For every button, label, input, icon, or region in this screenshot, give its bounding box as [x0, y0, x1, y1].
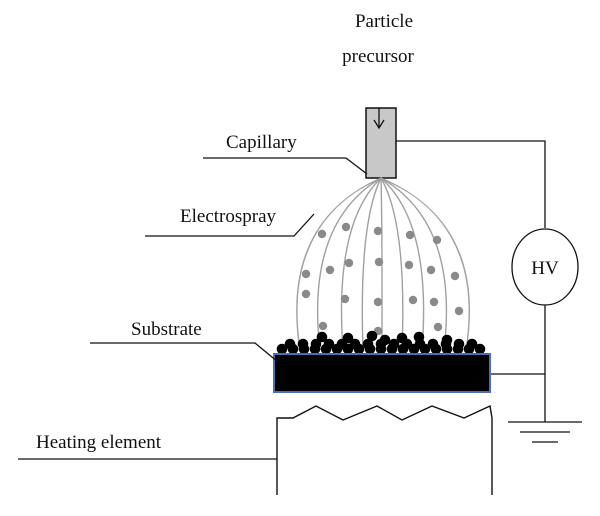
- droplet: [408, 295, 418, 305]
- spray-droplets: [301, 222, 464, 336]
- electrospray-plume: [296, 177, 470, 351]
- droplet: [433, 322, 443, 332]
- particle: [276, 343, 288, 355]
- spray-line: [361, 177, 382, 351]
- droplet: [429, 297, 439, 307]
- hv-wire-top: [396, 140, 546, 228]
- substrate-label: Substrate: [131, 319, 202, 340]
- capillary-label: Capillary: [226, 132, 297, 153]
- particle: [297, 338, 309, 350]
- capillary: [365, 107, 397, 179]
- droplet: [301, 269, 311, 279]
- particle: [316, 331, 328, 343]
- deposited-particles: [276, 330, 486, 355]
- capillary-leader-line: [203, 157, 368, 175]
- droplet: [374, 257, 384, 267]
- particle: [362, 338, 374, 350]
- droplet: [340, 294, 350, 304]
- particle: [366, 330, 378, 342]
- particle-precursor-label-line1: Particle: [355, 11, 413, 32]
- droplet: [325, 265, 335, 275]
- droplet: [405, 230, 415, 240]
- spray-line: [380, 177, 425, 351]
- particle: [310, 338, 322, 350]
- particle: [396, 332, 408, 344]
- particle: [342, 332, 354, 344]
- spray-line: [317, 177, 382, 351]
- droplet: [317, 229, 327, 239]
- spray-line: [380, 177, 447, 351]
- heating-element: [276, 404, 493, 495]
- particle: [379, 334, 391, 346]
- droplet: [454, 306, 464, 316]
- droplet: [341, 222, 351, 232]
- particle: [349, 338, 361, 350]
- particle: [427, 338, 439, 350]
- droplet: [450, 271, 460, 281]
- droplet: [426, 265, 436, 275]
- substrate-leader-line: [90, 342, 279, 363]
- droplet: [404, 260, 414, 270]
- particle: [474, 343, 486, 355]
- droplet: [373, 297, 383, 307]
- spray-line: [340, 177, 382, 351]
- electrospray-leader-line: [145, 213, 315, 237]
- particle-precursor-label-line2: precursor: [342, 46, 414, 67]
- spray-line: [296, 177, 382, 351]
- hv-label: HV: [531, 258, 559, 279]
- droplet: [344, 258, 354, 268]
- spray-line: [380, 177, 404, 351]
- droplet: [373, 226, 383, 236]
- droplet: [301, 289, 311, 299]
- particle: [388, 338, 400, 350]
- particle: [284, 338, 296, 350]
- electrospray-label: Electrospray: [180, 206, 277, 227]
- particle: [441, 334, 453, 346]
- particle: [323, 338, 335, 350]
- particle: [466, 338, 478, 350]
- flow-arrow-head: [373, 119, 385, 130]
- droplet: [432, 235, 442, 245]
- substrate: [273, 353, 491, 393]
- droplet: [318, 321, 328, 331]
- particle: [453, 338, 465, 350]
- heating-element-label: Heating element: [36, 432, 162, 453]
- particle: [413, 331, 425, 343]
- spray-line: [380, 177, 470, 351]
- spray-line: [380, 177, 383, 351]
